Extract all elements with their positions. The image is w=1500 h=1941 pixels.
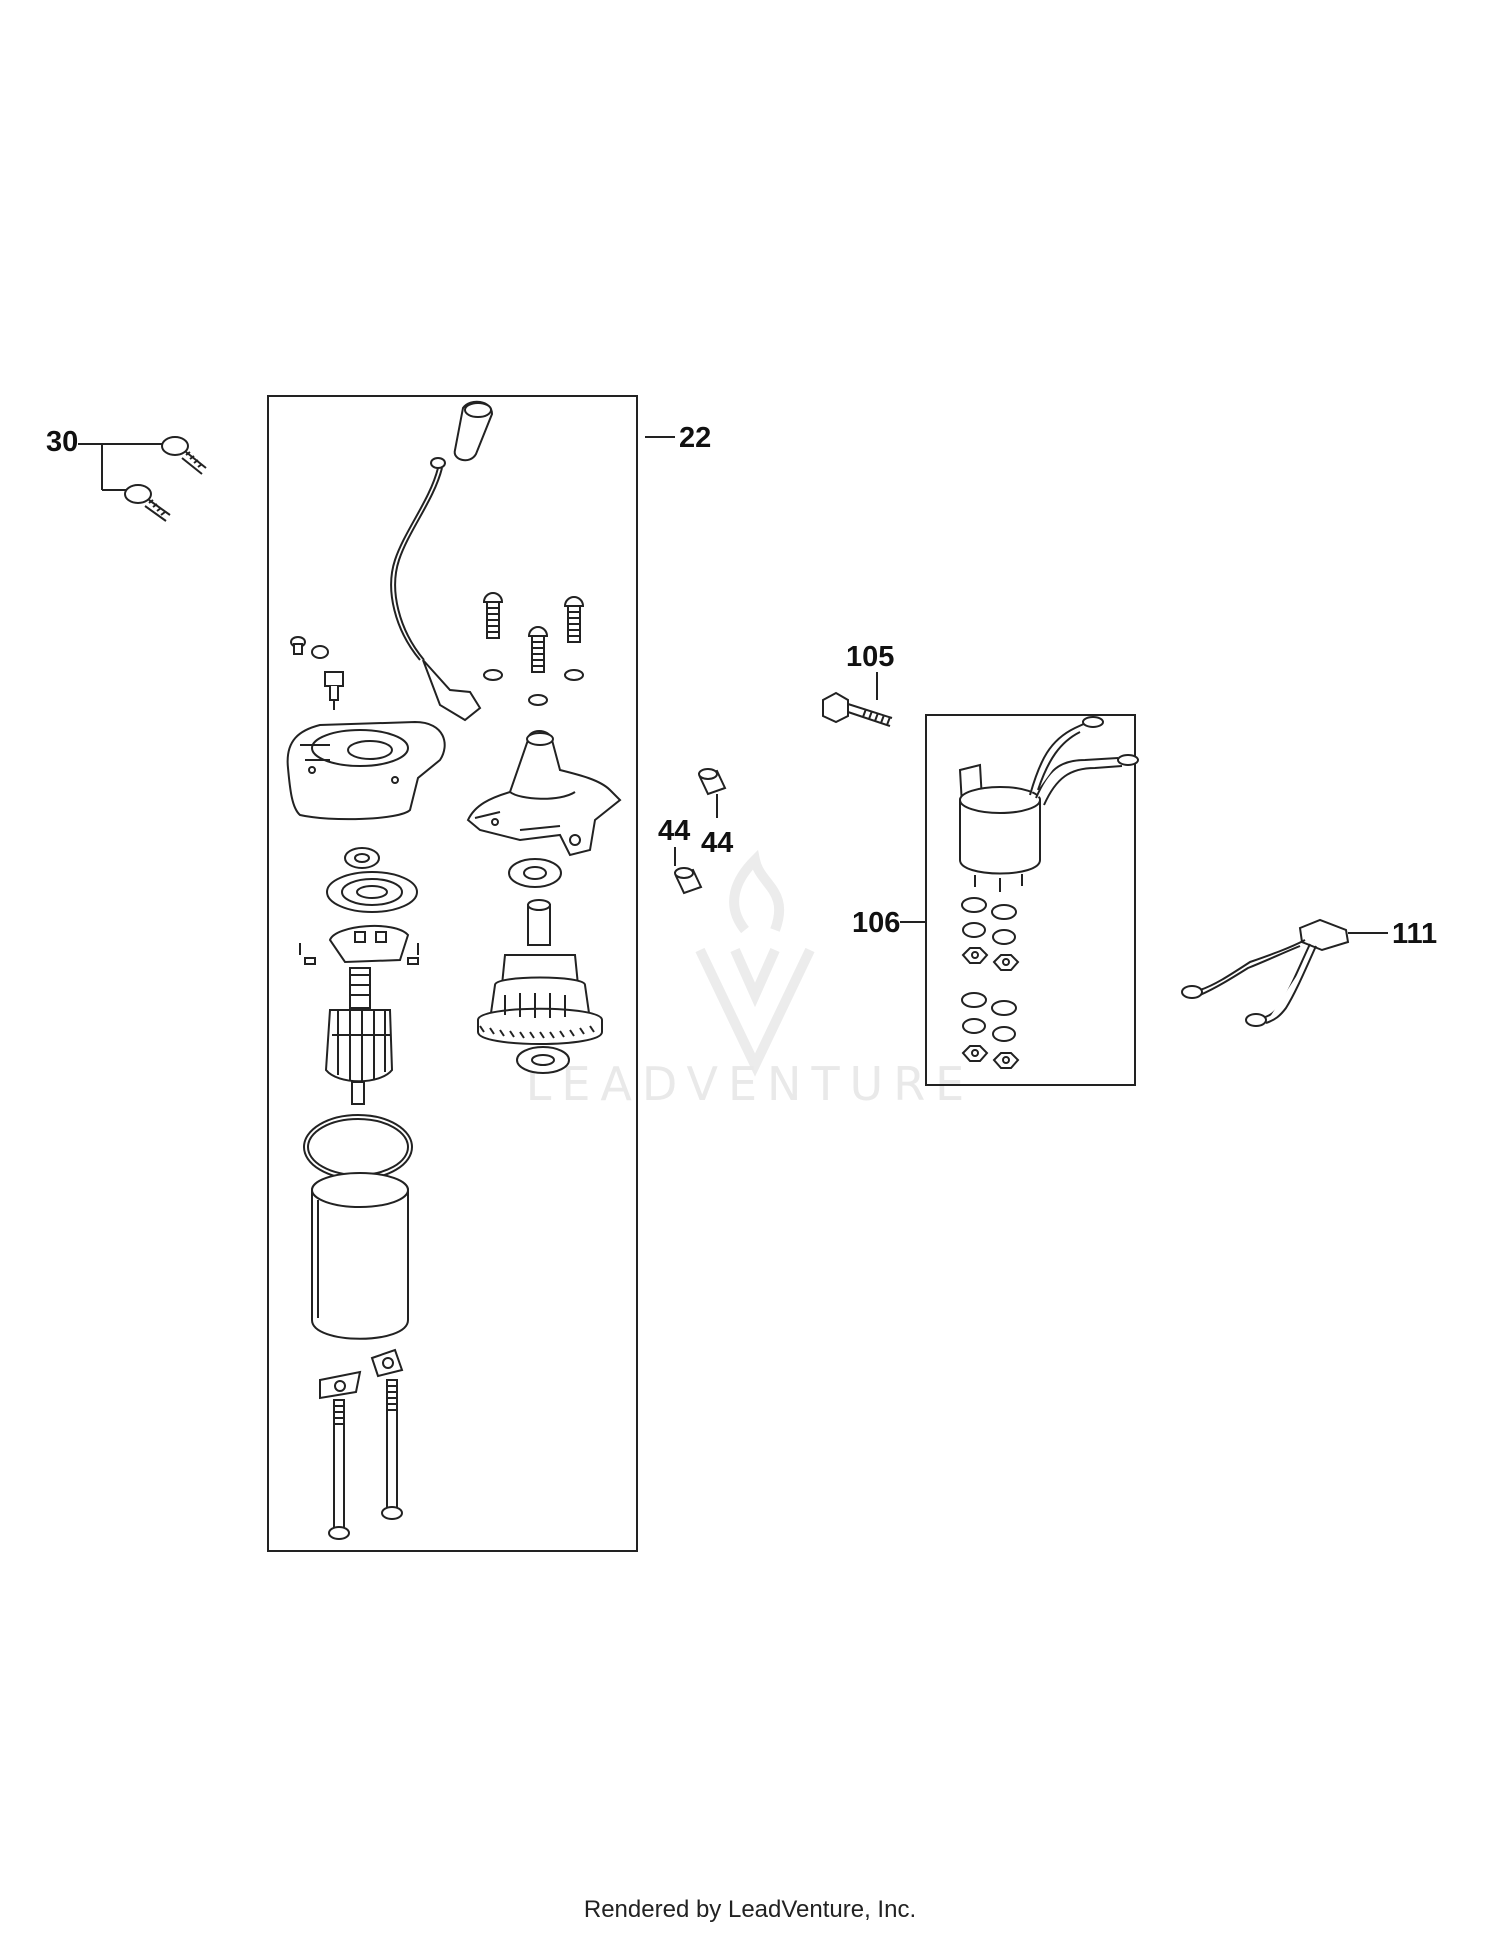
callout-111[interactable]: 111 xyxy=(1348,918,1437,950)
motor-frame-housing[interactable] xyxy=(311,1172,409,1340)
brush-terminal[interactable] xyxy=(324,671,344,710)
pin-44-upper[interactable] xyxy=(698,768,727,796)
drive-end-housing[interactable] xyxy=(286,720,446,821)
solenoid-hardware-lower[interactable] xyxy=(961,992,1020,1069)
o-ring[interactable] xyxy=(303,1114,413,1180)
solenoid-hardware-upper[interactable] xyxy=(961,897,1020,971)
bearing-right-lower[interactable] xyxy=(516,1046,570,1074)
callout-105-label[interactable]: 105 xyxy=(846,641,894,673)
bolt-105[interactable] xyxy=(822,691,893,727)
solenoid-kit-box xyxy=(925,714,1136,1086)
wire-lead-with-terminal-boot[interactable] xyxy=(390,400,494,722)
retainer-plate-right[interactable] xyxy=(370,1348,404,1378)
bearing-right-upper[interactable] xyxy=(508,858,562,888)
brush-plate[interactable] xyxy=(299,924,419,965)
starter-assembly-box xyxy=(267,395,638,1552)
through-screw-2[interactable] xyxy=(527,626,549,673)
bearing-large-left[interactable] xyxy=(326,871,418,913)
screw-30-a[interactable] xyxy=(161,436,207,475)
callout-106-label[interactable]: 106 xyxy=(852,907,900,939)
through-bolt-left[interactable] xyxy=(328,1399,350,1540)
callout-111-label[interactable]: 111 xyxy=(1392,918,1437,950)
callout-22[interactable]: 22 xyxy=(645,422,711,454)
brush-screw[interactable] xyxy=(290,636,329,659)
pin-44-lower[interactable] xyxy=(674,867,703,895)
through-screw-1[interactable] xyxy=(482,592,504,639)
callout-22-label[interactable]: 22 xyxy=(679,422,711,454)
wire-harness[interactable] xyxy=(1181,918,1350,1027)
watermark-text: LEADVENTURE xyxy=(526,1057,975,1111)
solenoid[interactable] xyxy=(958,716,1139,892)
watermark-logo xyxy=(695,849,815,1077)
lock-washers[interactable] xyxy=(483,669,584,706)
retainer-plate-left[interactable] xyxy=(319,1370,362,1400)
pinion-gear-assembly[interactable] xyxy=(477,899,603,1045)
pinion-housing[interactable] xyxy=(466,730,622,857)
through-bolt-right[interactable] xyxy=(381,1379,403,1520)
callout-30[interactable]: 30 xyxy=(46,426,165,491)
armature[interactable] xyxy=(324,967,394,1105)
footer-credit: Rendered by LeadVenture, Inc. xyxy=(583,1896,917,1923)
through-screw-3[interactable] xyxy=(563,596,585,643)
screw-30-b[interactable] xyxy=(124,484,171,522)
callout-30-label[interactable]: 30 xyxy=(46,426,78,458)
callout-44-upper-label[interactable]: 44 xyxy=(701,827,733,859)
bearing-small-left[interactable] xyxy=(344,847,380,869)
callout-44-lower-label[interactable]: 44 xyxy=(658,815,690,847)
